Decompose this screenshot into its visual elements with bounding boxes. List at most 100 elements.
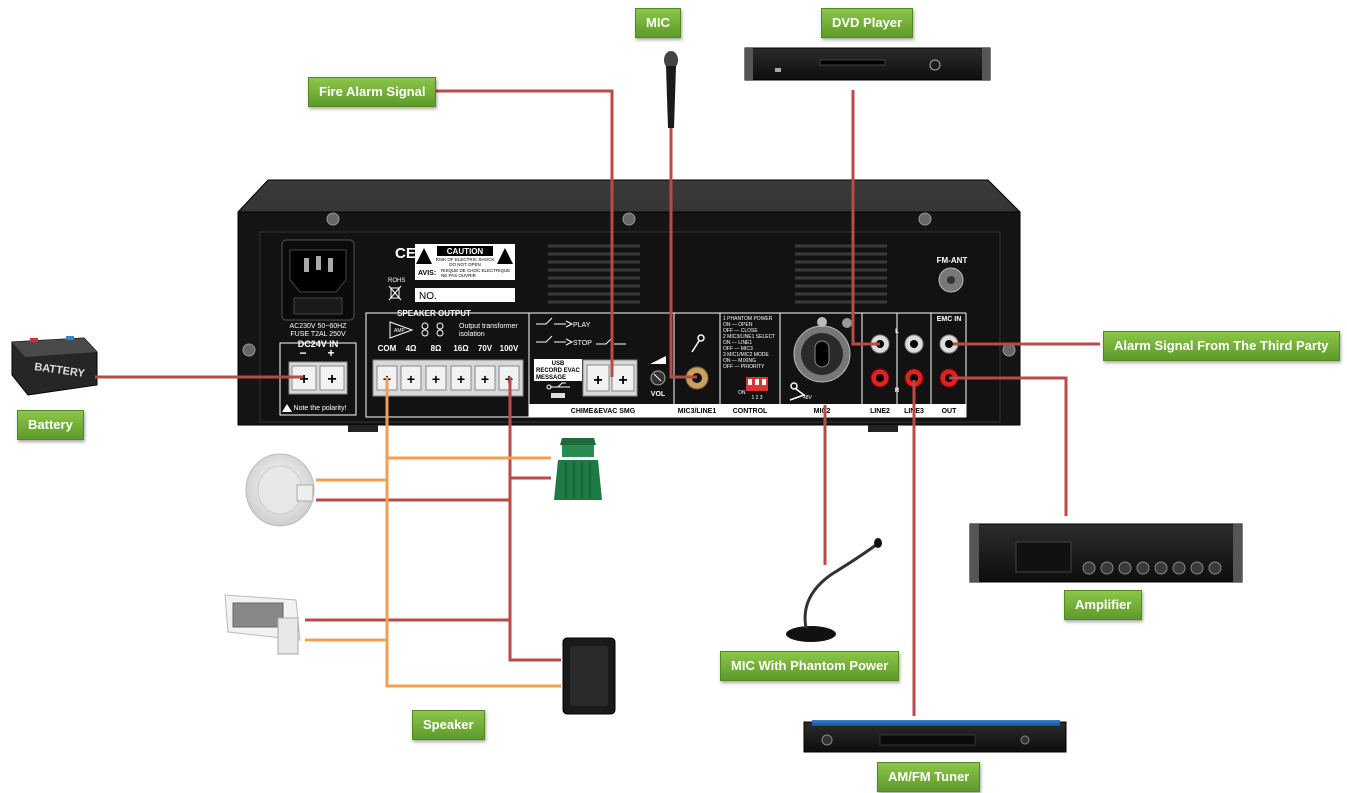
- phantom-mic-icon: [789, 382, 806, 401]
- label-battery: Battery: [17, 410, 84, 440]
- ac-power-inlet: [281, 239, 355, 321]
- control-line: ON — MIXING: [723, 358, 756, 364]
- mic-icon: [691, 334, 705, 353]
- power-spec-2: FUSE T2AL 250V: [290, 331, 346, 338]
- line2-label: LINE2: [870, 408, 890, 415]
- dip-on-label: ON: [738, 390, 746, 396]
- emc-in-label: EMC IN: [937, 316, 962, 323]
- chassis-screws: [242, 212, 1016, 357]
- avis-title: AVIS:: [418, 270, 436, 277]
- speaker-output-label: SPEAKER OUTPUT: [397, 309, 471, 318]
- control-line: ON — OPEN: [723, 322, 753, 328]
- dvd-player-device: [744, 47, 991, 81]
- dip-switch: [746, 377, 768, 391]
- speaker-output-terminals: ++++++: [372, 359, 524, 397]
- dc-plus-label: +: [327, 346, 334, 360]
- polarity-note: Note the polarity!: [294, 405, 347, 412]
- speaker-terminal-label: 100V: [500, 344, 519, 353]
- mic2-label: MIC2: [814, 408, 831, 415]
- record-label-1: RECORD EVAC: [536, 368, 581, 374]
- ceiling-speaker: [245, 453, 315, 527]
- avis-sub-1: RISQUE DE CHOC ELECTRIQUE: [441, 268, 510, 273]
- power-amplifier-device: [969, 523, 1243, 583]
- svg-text:+: +: [432, 371, 440, 387]
- ventilation-grille-left: [548, 244, 640, 304]
- transformer-note-2: isolation: [459, 331, 485, 338]
- label-mic-phantom-power: MIC With Phantom Power: [720, 651, 900, 681]
- control-line: 2 MIC3/LINE1 SELECT: [723, 334, 775, 340]
- right-channel-label: R: [895, 388, 900, 394]
- svg-text:+: +: [618, 372, 627, 389]
- speaker-terminal-label: 8Ω: [431, 344, 442, 353]
- speaker-terminal-label: 70V: [478, 344, 493, 353]
- volume-knob: [650, 370, 666, 386]
- label-fire-alarm-signal: Fire Alarm Signal: [308, 77, 437, 107]
- speaker-com-wires: [305, 377, 561, 688]
- dc-in-label: DC24V IN: [298, 339, 339, 349]
- horn-speaker: [224, 594, 301, 655]
- speaker-terminal-screw: [450, 365, 472, 391]
- power-spec-1: AC230V 50~60HZ: [289, 323, 347, 330]
- volume-ramp-icon: [650, 356, 666, 364]
- chime-section-label: CHIME&EVAC SMG: [571, 408, 636, 415]
- usb-label: USB: [552, 361, 565, 367]
- control-line: OFF — MIC3: [723, 346, 753, 352]
- serial-number-label: NO.: [419, 291, 437, 302]
- control-line: 1 PHANTOM POWER: [723, 316, 773, 322]
- vol-label: VOL: [651, 391, 666, 398]
- signal-wires: [95, 89, 1100, 716]
- chime-trigger-switches: [536, 317, 626, 346]
- am-fm-tuner-device: [803, 720, 1067, 753]
- fm-antenna-connector: [938, 267, 964, 293]
- speaker-terminal-labels: COM 4Ω 8Ω 16Ω 70V 100V: [378, 344, 519, 353]
- mixer-amplifier-rear-panel: AC230V 50~60HZ FUSE T2AL 250V CE ROHS CA…: [237, 179, 1021, 432]
- speaker-terminal-screw: [400, 365, 422, 391]
- amp-label: AMP: [394, 328, 406, 334]
- control-line: OFF — PRIORITY: [723, 364, 765, 370]
- label-mic: MIC: [635, 8, 681, 38]
- 48v-label: 48V: [803, 395, 813, 401]
- label-dvd-player: DVD Player: [821, 8, 914, 38]
- emc-in-rca-jack: [939, 334, 959, 354]
- speaker-terminal-screw: [425, 365, 447, 391]
- svg-text:+: +: [407, 371, 415, 387]
- control-line: ON — LINE1: [723, 340, 752, 346]
- svg-text:+: +: [593, 372, 602, 389]
- record-label-2: MESSAGE: [536, 375, 566, 381]
- speaker-terminal-label: 4Ω: [406, 344, 417, 353]
- label-am-fm-tuner: AM/FM Tuner: [877, 762, 981, 792]
- warning-icon: [282, 404, 292, 412]
- svg-text:+: +: [299, 371, 308, 388]
- weee-bin-icon: [388, 285, 402, 301]
- speaker-terminal-label: COM: [378, 344, 397, 353]
- fm-ant-label: FM-ANT: [937, 256, 968, 265]
- caution-title: CAUTION: [447, 247, 484, 256]
- transformer-note-1: Output transformer: [459, 323, 518, 330]
- ventilation-grille-right: [795, 244, 887, 304]
- battery-device: BATTERY: [11, 336, 98, 396]
- dc-minus-label: −: [299, 346, 306, 360]
- caution-sub-1: RISK OF ELECTRIC SHOCK: [436, 257, 495, 262]
- play-label: PLAY: [573, 322, 591, 329]
- dip-numbers: 1 2 3: [751, 395, 762, 401]
- handheld-microphone: [664, 51, 678, 128]
- speaker-terminal-screw: [474, 365, 496, 391]
- line3-rca-jacks: [904, 334, 924, 388]
- mic2-xlr-combo-jack: [793, 317, 851, 383]
- mic2-ground-screw: [842, 318, 852, 328]
- stop-label: STOP: [573, 340, 592, 347]
- caution-sub-2: DO NOT OPEN: [449, 262, 480, 267]
- label-alarm-third-party: Alarm Signal From The Third Party: [1103, 331, 1340, 361]
- speaker-terminal-label: 16Ω: [453, 344, 469, 353]
- usb-port: [551, 393, 565, 398]
- svg-text:+: +: [457, 371, 465, 387]
- garden-speaker: [554, 438, 602, 500]
- control-label: CONTROL: [733, 408, 768, 415]
- wall-speaker: [562, 637, 616, 715]
- gooseneck-microphone: [786, 538, 882, 642]
- ce-mark: CE: [395, 245, 416, 262]
- mic3-line1-label: MIC3/LINE1: [678, 408, 717, 415]
- svg-text:+: +: [327, 371, 336, 388]
